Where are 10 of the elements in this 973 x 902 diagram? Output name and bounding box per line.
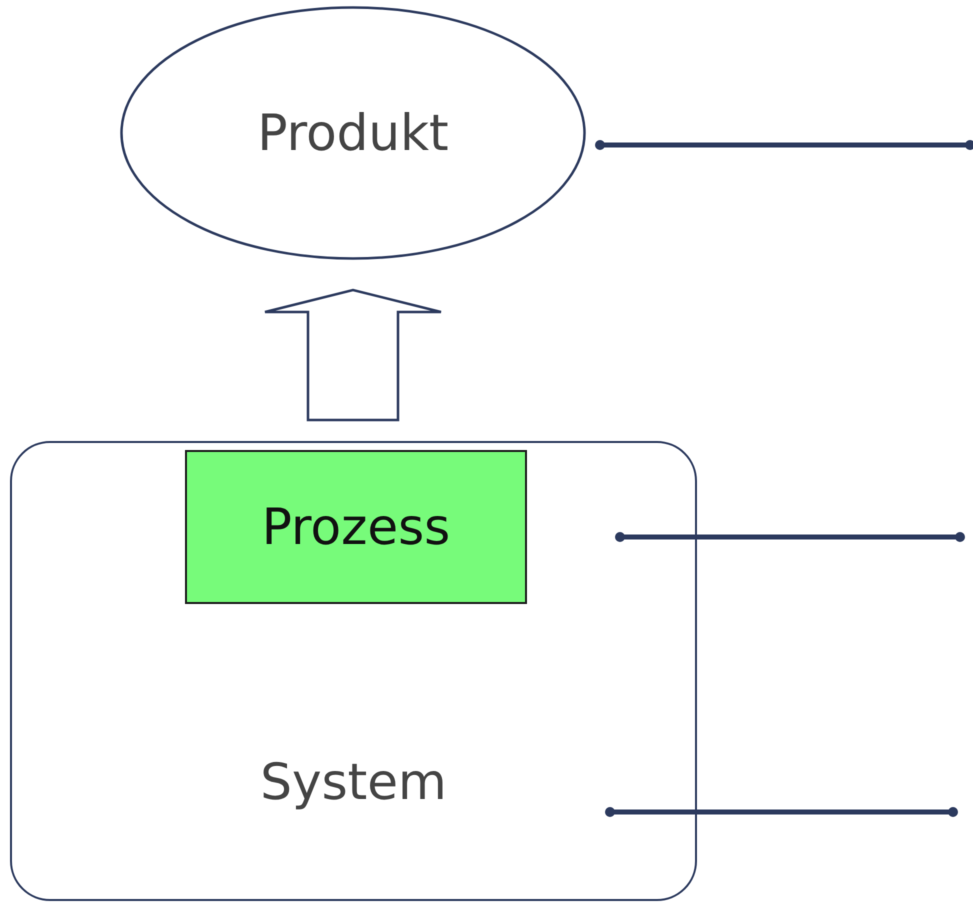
node-label: Prozess: [262, 498, 450, 556]
block-arrow: [264, 288, 442, 422]
system-box: [10, 441, 697, 901]
process-box: [185, 450, 527, 604]
connector-line: [605, 807, 958, 817]
connector-line: [615, 532, 965, 542]
connector-line: [595, 140, 973, 150]
node-label: Produkt: [257, 104, 449, 162]
ellipse-node: [120, 6, 586, 260]
node-label: System: [260, 753, 447, 811]
